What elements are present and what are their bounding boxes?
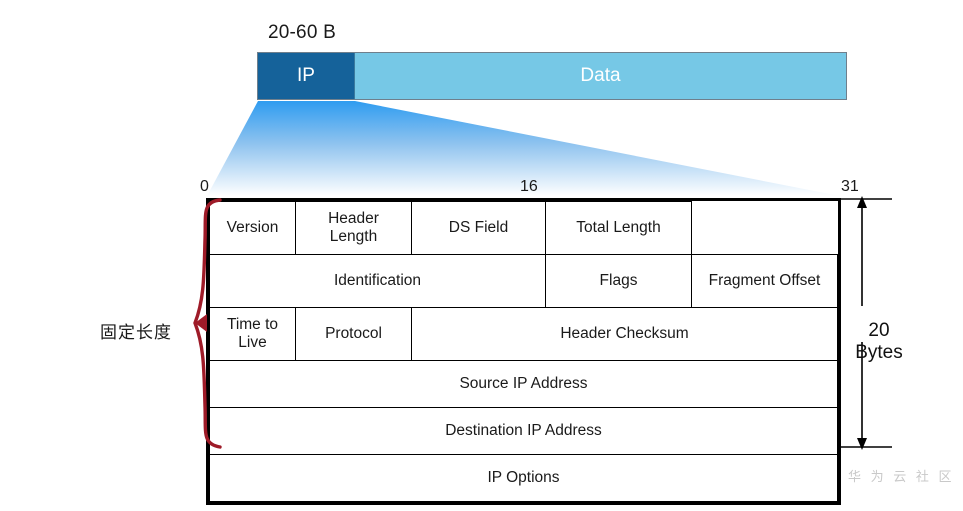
packet-data-cell: Data (355, 53, 846, 99)
field-destination-ip-address: Destination IP Address (209, 407, 838, 455)
field-header-length-line1: Header (328, 210, 379, 228)
packet-ip-header-cell: IP (258, 53, 355, 99)
fixed-length-label: 固定长度 (100, 323, 172, 342)
field-flags: Flags (545, 254, 692, 308)
packet-bar: IP Data (257, 52, 847, 100)
table-row: Identification Flags Fragment Offset (209, 254, 838, 308)
field-header-length: Header Length (295, 201, 412, 255)
table-row: IP Options (209, 454, 838, 502)
packet-size-label: 20-60 B (268, 22, 336, 43)
table-row: Destination IP Address (209, 407, 838, 455)
bit-ruler-start: 0 (200, 178, 209, 195)
watermark: 华 为 云 社 区 (848, 469, 955, 484)
field-header-length-line2: Length (329, 228, 378, 245)
bit-ruler-end: 31 (841, 178, 859, 195)
field-identification: Identification (209, 254, 546, 308)
bit-ruler-middle: 16 (520, 178, 538, 195)
field-total-length: Total Length (545, 201, 692, 255)
field-ds-field: DS Field (411, 201, 546, 255)
field-source-ip-address: Source IP Address (209, 360, 838, 408)
header-size-label: 20 Bytes (849, 320, 909, 364)
header-size-dimension-arrow (840, 196, 892, 450)
header-size-line1: 20 (868, 320, 890, 341)
field-header-checksum: Header Checksum (411, 307, 838, 361)
table-row: Time to Live Protocol Header Checksum (209, 307, 838, 361)
field-ip-options: IP Options (209, 454, 838, 502)
field-protocol: Protocol (295, 307, 412, 361)
table-row: Version Header Length DS Field Total Len… (209, 201, 838, 255)
header-size-line2: Bytes (855, 341, 903, 363)
fixed-length-brace (193, 198, 222, 449)
field-version: Version (209, 201, 296, 255)
field-fragment-offset: Fragment Offset (691, 254, 838, 308)
ip-header-table: Version Header Length DS Field Total Len… (206, 198, 841, 505)
table-row: Source IP Address (209, 360, 838, 408)
